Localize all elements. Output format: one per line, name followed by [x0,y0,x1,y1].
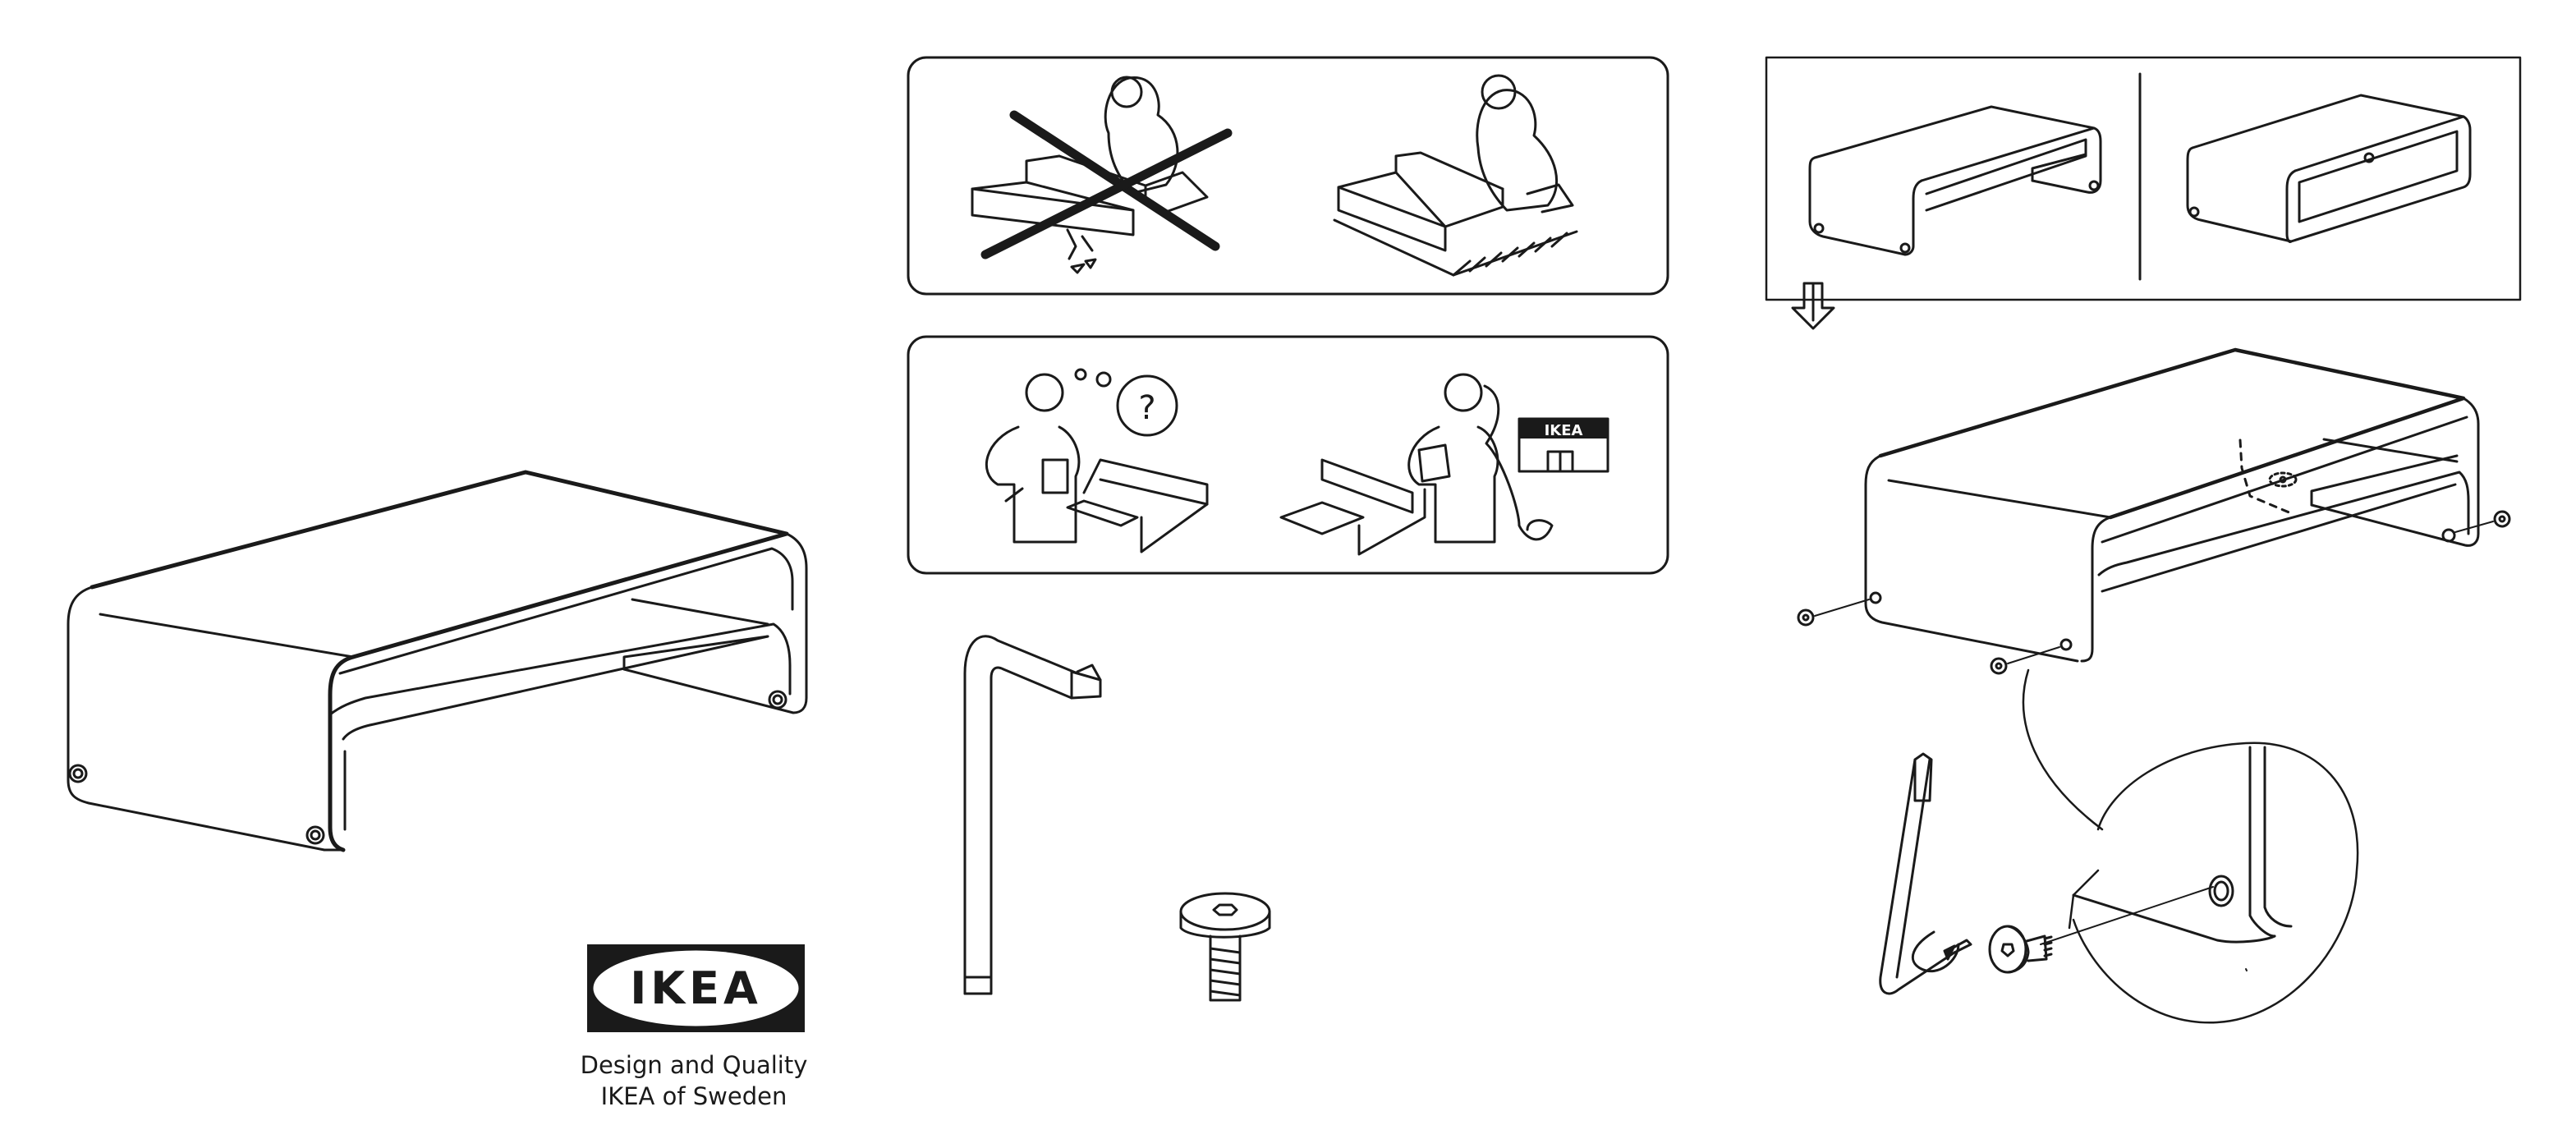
confused-person-icon: ? [986,370,1207,552]
tagline-design-quality: Design and Quality [542,1049,846,1081]
hard-floor-assembly-icon [972,77,1228,273]
tagline-ikea-of-sweden: IKEA of Sweden [542,1081,846,1112]
allen-key-part-icon [965,636,1100,994]
get-help-panel [908,337,1668,573]
closed-loop-stand-option [2188,95,2470,242]
assembly-step-stand [1866,350,2478,661]
help-question-mark: ? [1138,389,1155,427]
orientation-step-panel [1766,57,2520,300]
floor-surface-panel [908,57,1668,294]
allen-key-tool-icon [1880,754,1971,994]
screw-being-driven-icon [1990,926,2051,972]
store-sign-text: IKEA [1545,422,1583,439]
screw-icon-left [1798,599,1869,625]
detail-zoom-callout [2023,670,2358,1022]
soft-rug-assembly-icon [1334,76,1577,275]
open-side-stand-option [1810,107,2101,255]
svg-text:IKEA: IKEA [630,962,762,1014]
call-ikea-store-icon: IKEA [1281,374,1608,554]
screw-part-icon [1181,893,1270,1000]
screw-icon-right [2455,512,2509,532]
ikea-logo: IKEA [587,944,805,1032]
monitor-stand-overview [68,472,806,850]
next-step-arrow-icon [1793,283,1834,328]
